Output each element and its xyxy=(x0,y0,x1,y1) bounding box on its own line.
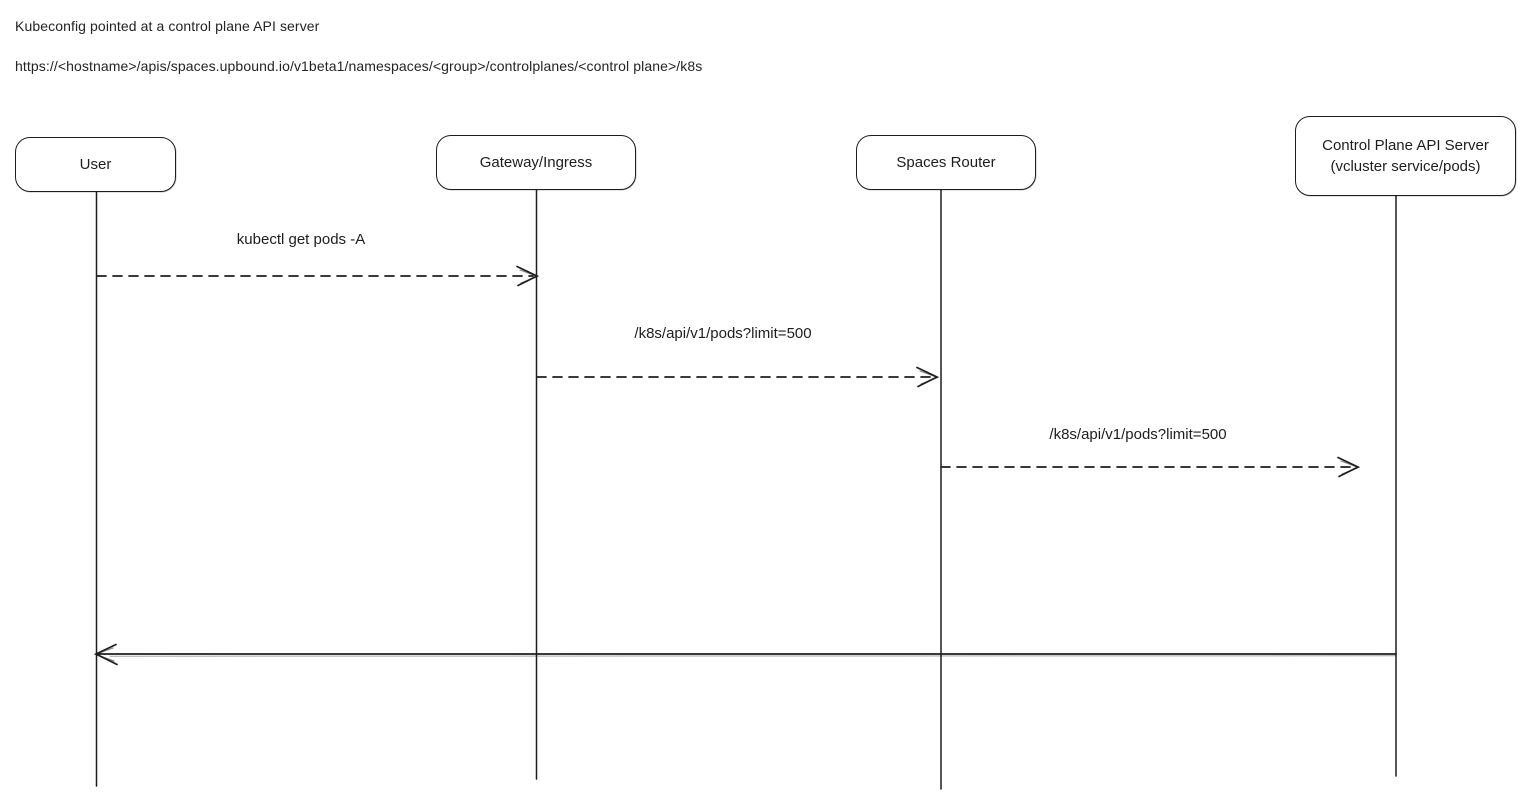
actor-box-spaces-router: Spaces Router xyxy=(856,135,1036,190)
actor-label: Spaces Router xyxy=(896,154,996,171)
actor-box-user: User xyxy=(15,137,176,192)
actor-label: Gateway/Ingress xyxy=(479,154,593,171)
actor-box-gateway-ingress: Gateway/Ingress xyxy=(436,135,636,190)
message-label-k8s-api-1: /k8s/api/v1/pods?limit=500 xyxy=(634,325,812,342)
kubeconfig-note: Kubeconfig pointed at a control plane AP… xyxy=(15,18,320,34)
actor-label: Control Plane API Server xyxy=(1322,137,1489,154)
message-arrow-k8s-api-1 xyxy=(536,366,940,388)
actor-sublabel: (vcluster service/pods) xyxy=(1330,158,1481,175)
actor-label: User xyxy=(79,156,112,173)
message-label-kubectl: kubectl get pods -A xyxy=(236,231,366,248)
message-arrow-return xyxy=(93,643,1397,666)
message-label-k8s-api-2: /k8s/api/v1/pods?limit=500 xyxy=(1049,426,1227,443)
message-arrow-kubectl xyxy=(96,265,540,287)
message-arrow-k8s-api-2 xyxy=(940,456,1361,478)
control-plane-url-note: https://<hostname>/apis/spaces.upbound.i… xyxy=(15,58,703,74)
actor-box-control-plane: Control Plane API Server (vcluster servi… xyxy=(1295,116,1516,196)
